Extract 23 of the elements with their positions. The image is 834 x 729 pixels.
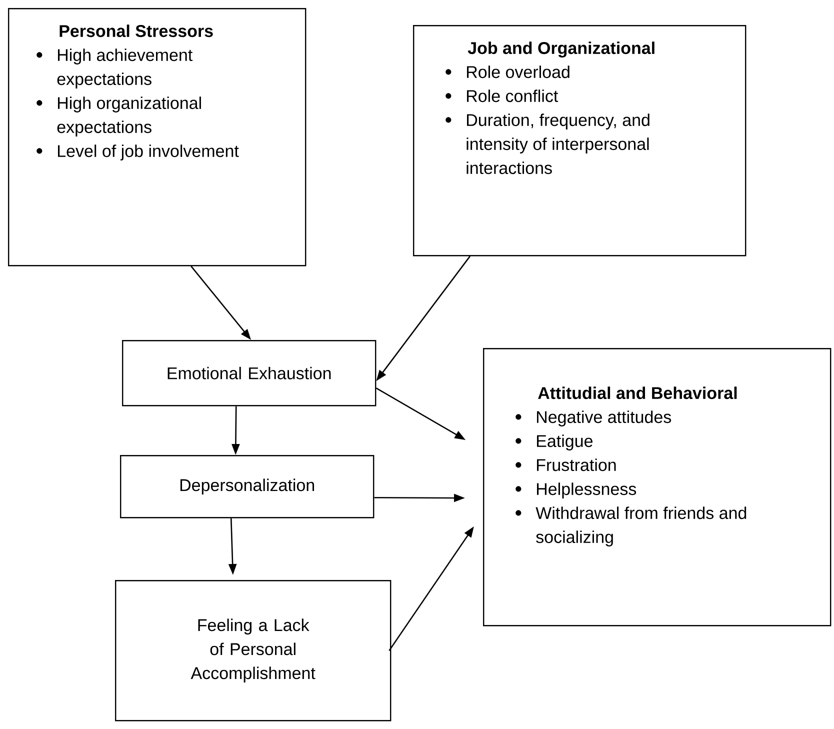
process-box	[122, 340, 376, 406]
bullet-item: Level of job involvement	[36, 144, 239, 160]
bullet-item: Negative attitudes	[516, 410, 672, 426]
bullet-item: Frustration	[516, 458, 616, 472]
bullet-item: Role conflict	[446, 90, 558, 102]
box-label: Feeling a Lack of Personal Accomplishment	[190, 618, 316, 683]
bullet-item: Helplessness	[516, 482, 636, 498]
text-box	[483, 348, 832, 626]
box-label: Emotional Exhaustion	[168, 366, 331, 380]
bullet-item: Duration, frequency, and intensity of interpersonal interactions	[446, 114, 650, 174]
box-heading: Job and Organizational	[468, 42, 654, 58]
process-box	[115, 580, 392, 722]
bullet-item: High achievement expectations	[36, 48, 192, 88]
bullet-item: Eatigue	[516, 434, 592, 450]
box-heading: Personal Stressors	[60, 24, 213, 38]
box-heading: Attitudial and Behavioral	[538, 386, 737, 400]
bullet-item: High organizational expectations	[36, 96, 201, 136]
box-label: Depersonalization	[180, 478, 314, 495]
text-box	[413, 25, 746, 256]
process-box	[120, 455, 374, 518]
bullet-item: Role overload	[446, 66, 570, 78]
text-box	[8, 8, 306, 266]
bullet-item: Withdrawal from friends and socializing	[516, 506, 746, 546]
